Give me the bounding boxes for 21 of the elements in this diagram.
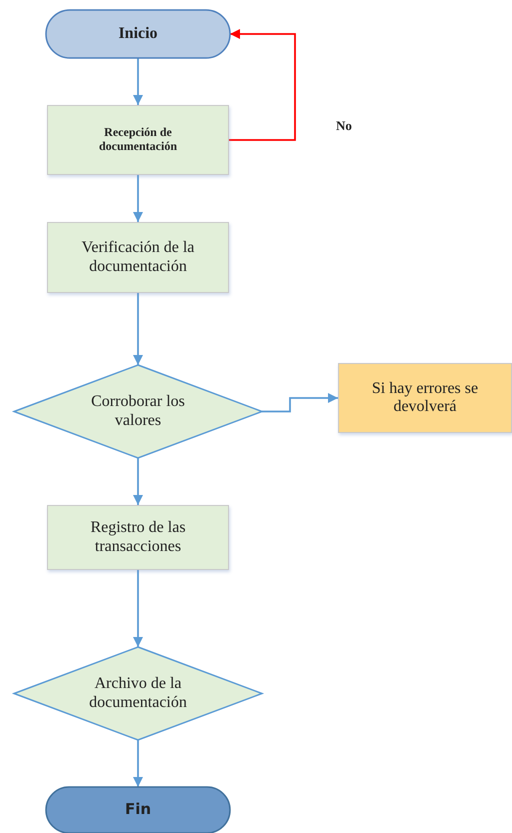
arrow bbox=[133, 458, 143, 505]
arrow bbox=[133, 293, 143, 365]
note-text: No bbox=[336, 118, 352, 134]
arrow bbox=[133, 740, 143, 787]
node-label: Recepción de documentación bbox=[98, 126, 178, 154]
arrow bbox=[229, 29, 296, 141]
process-box bbox=[47, 105, 229, 175]
arrow bbox=[133, 58, 143, 105]
arrow bbox=[262, 393, 338, 412]
node-label: Fin bbox=[124, 801, 152, 819]
process-box bbox=[47, 505, 229, 570]
process-box bbox=[338, 363, 512, 433]
arrow bbox=[133, 570, 143, 647]
arrow bbox=[133, 175, 143, 222]
node-label: Corroborar los valores bbox=[90, 393, 186, 430]
node-label: Inicio bbox=[118, 24, 158, 44]
node-label: Verificación de la documentación bbox=[80, 239, 196, 276]
node-label: Archivo de la documentación bbox=[88, 675, 188, 712]
node-label: Registro de las transacciones bbox=[89, 519, 187, 556]
node-label: Si hay errores se devolverá bbox=[370, 380, 480, 416]
process-box bbox=[47, 222, 229, 293]
